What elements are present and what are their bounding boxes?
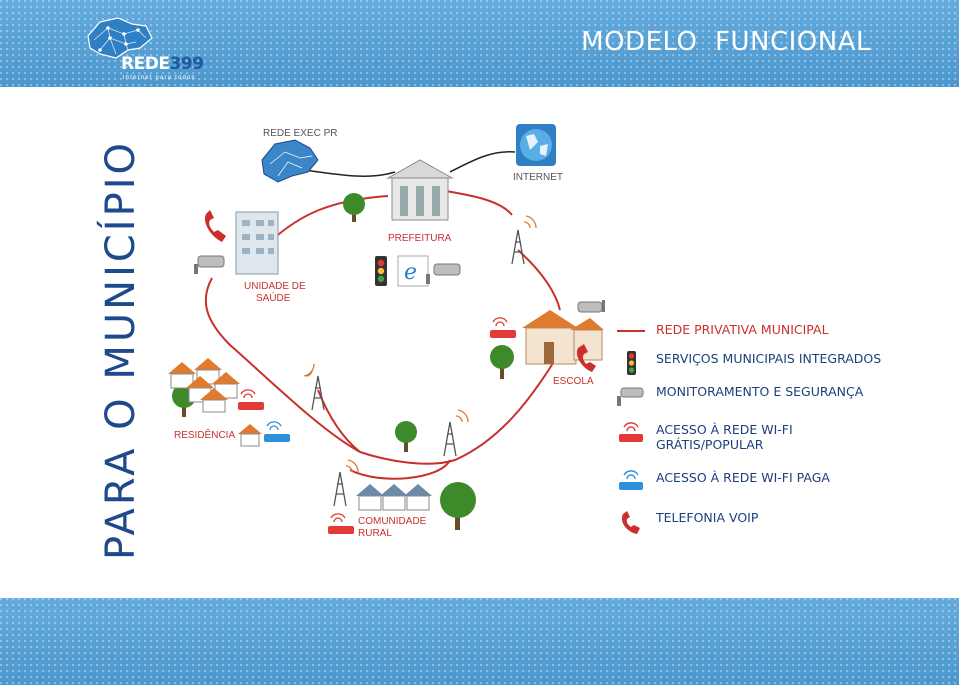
school-building-icon — [522, 310, 604, 365]
cctv-camera-icon — [577, 300, 605, 313]
page-title: MODELO FUNCIONAL — [581, 27, 871, 57]
prefeitura-building-icon — [386, 159, 454, 221]
header-band — [0, 0, 959, 87]
internet-label: INTERNET — [513, 172, 563, 183]
wifi-router-red-icon — [328, 513, 354, 534]
comunidade-label-line1: COMUNIDADE — [358, 516, 427, 527]
legend-label: REDE PRIVATIVA MUNICIPAL — [656, 322, 829, 337]
wifi-router-blue-icon — [619, 470, 643, 490]
tree-icon — [490, 345, 514, 379]
traffic-light-icon — [627, 351, 636, 375]
legend-label: ACESSO À REDE WI-FI GRÁTIS/POPULAR — [656, 422, 793, 452]
wifi-router-blue-icon — [264, 421, 290, 442]
prefeitura-label: PREFEITURA — [388, 233, 452, 244]
wifi-router-red-icon — [490, 317, 516, 338]
legend-label: SERVIÇOS MUNICIPAIS INTEGRADOS — [656, 351, 882, 366]
unidade-saude-label-line1: UNIDADE DE — [244, 281, 306, 292]
antenna-tower-icon — [303, 363, 325, 411]
tree-icon — [440, 482, 476, 530]
legend-item-private-network: REDE PRIVATIVA MUNICIPAL — [615, 322, 915, 356]
logo-tagline: internet para todos — [123, 75, 196, 81]
legend-item-services: SERVIÇOS MUNICIPAIS INTEGRADOS — [615, 351, 915, 385]
escola-label: ESCOLA — [553, 376, 594, 387]
footer-band — [0, 598, 959, 685]
rural-houses-icon — [356, 484, 432, 511]
legend-item-wifi-free: ACESSO À REDE WI-FI GRÁTIS/POPULAR — [615, 422, 915, 456]
parana-map-logo-icon — [87, 17, 153, 59]
ie-browser-icon: e — [397, 255, 429, 287]
tree-icon — [395, 421, 417, 452]
wifi-router-red-icon — [619, 422, 643, 442]
antenna-tower-icon — [333, 459, 359, 507]
legend-label: MONITORAMENTO E SEGURANÇA — [656, 384, 864, 399]
legend-item-wifi-paid: ACESSO À REDE WI-FI PAGA — [615, 470, 915, 504]
legend-label: ACESSO À REDE WI-FI PAGA — [656, 470, 830, 485]
rede399-logo: REDE399 internet para todos — [80, 14, 204, 82]
antenna-tower-icon — [511, 215, 537, 265]
svg-text:e: e — [404, 260, 417, 285]
cctv-camera-icon — [194, 255, 225, 274]
residencia-label: RESIDÊNCIA — [174, 428, 235, 441]
unidade-saude-label-line2: SAÚDE — [256, 291, 291, 304]
red-line-icon — [617, 330, 645, 332]
voip-phone-icon — [576, 344, 596, 372]
wifi-router-red-icon — [238, 389, 264, 410]
traffic-light-icon — [375, 256, 387, 286]
hospital-building-icon — [235, 211, 279, 275]
legend-label: TELEFONIA VOIP — [656, 510, 759, 525]
legend-item-monitoring: MONITORAMENTO E SEGURANÇA — [615, 384, 915, 418]
voip-phone-icon — [204, 210, 226, 242]
internet-globe-icon — [516, 124, 556, 166]
houses-cluster-icon — [168, 358, 262, 447]
rede-exec-map-icon — [261, 139, 319, 183]
tree-icon — [343, 193, 365, 222]
cctv-camera-icon — [426, 263, 461, 284]
antenna-tower-icon — [443, 409, 469, 457]
rede-exec-label: REDE EXEC PR — [263, 128, 337, 139]
comunidade-label-line2: RURAL — [358, 528, 392, 539]
private-network-ring — [204, 189, 561, 480]
internet-links — [304, 151, 516, 177]
logo-wordmark: REDE399 — [121, 54, 204, 74]
cctv-camera-icon — [617, 387, 644, 406]
voip-phone-icon — [621, 511, 640, 534]
legend-item-voip: TELEFONIA VOIP — [615, 510, 915, 544]
